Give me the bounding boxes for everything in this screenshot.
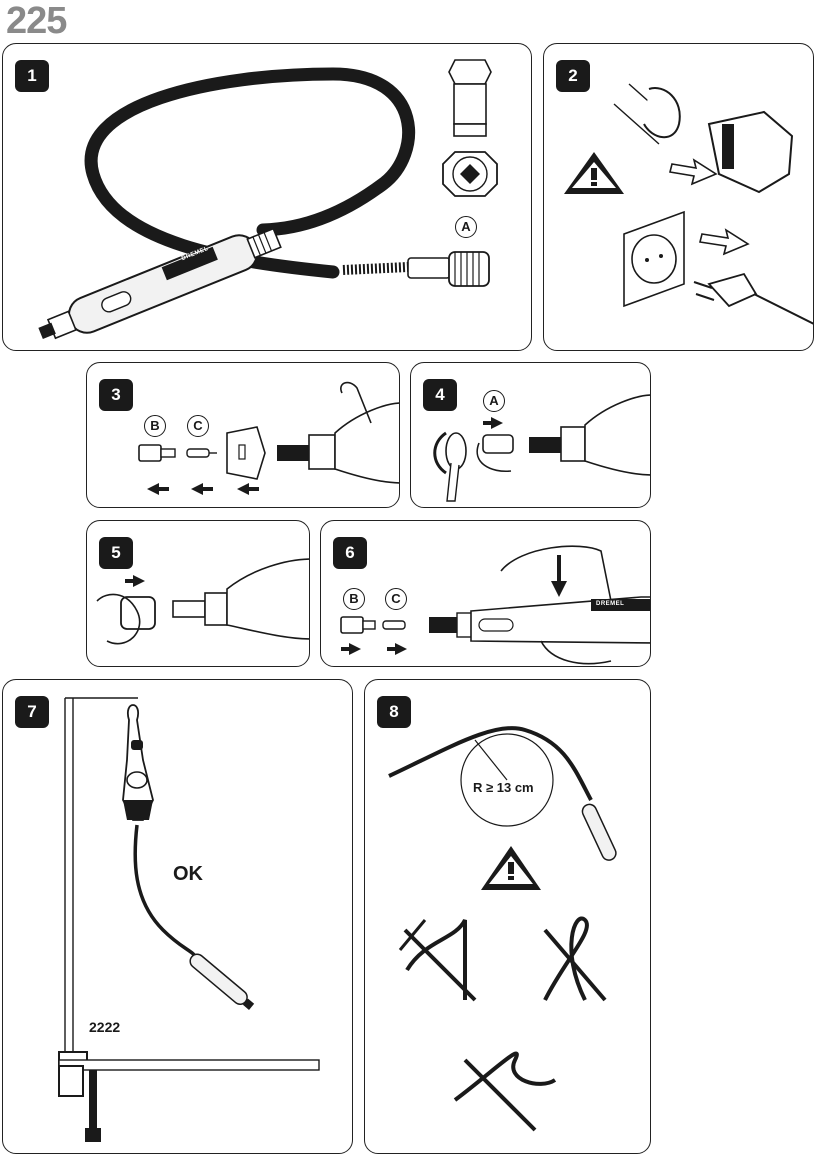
step-3-badge: 3 xyxy=(99,379,133,411)
label-c: C xyxy=(187,415,209,437)
arrow-left-icon xyxy=(147,483,259,495)
cross-out-icon xyxy=(543,928,607,1002)
square-drive-icon xyxy=(442,151,498,197)
model-number: 225 xyxy=(6,0,67,42)
bend-radius-illustration xyxy=(388,726,617,1132)
step-5-badge: 5 xyxy=(99,537,133,569)
step-7-badge: 7 xyxy=(15,696,49,728)
cross-out-icon xyxy=(403,928,477,1002)
brand-label: DREMEL xyxy=(596,601,625,607)
panel-4: 4 A xyxy=(410,362,651,508)
label-b: B xyxy=(144,415,166,437)
tighten-collet-nut-illustration xyxy=(96,558,309,645)
panel-6: 6 B C DREMEL xyxy=(320,520,651,667)
model-2222-label: 2222 xyxy=(89,1019,121,1035)
panel-2: 2 xyxy=(543,43,814,351)
label-a: A xyxy=(483,390,505,412)
panel-8: 8 R ≥ 13 cm xyxy=(364,679,651,1154)
flex-shaft-illustration xyxy=(38,59,498,340)
warning-triangle-icon xyxy=(564,152,624,194)
arrow-right-icon xyxy=(341,643,407,655)
remove-collet-illustration xyxy=(138,381,399,495)
panel-5: 5 xyxy=(86,520,310,667)
arrow-down-icon xyxy=(551,555,567,597)
panel-1: 1 DREMEL A xyxy=(2,43,532,351)
unplug-illustration xyxy=(564,83,813,325)
label-b: B xyxy=(343,588,365,610)
panel-7: 7 OK 2222 xyxy=(2,679,353,1154)
install-collet-illustration xyxy=(433,394,650,502)
label-a: A xyxy=(455,216,477,238)
step-6-badge: 6 xyxy=(333,537,367,569)
panel-3: 3 B C xyxy=(86,362,400,508)
label-c: C xyxy=(385,588,407,610)
step-8-badge: 8 xyxy=(377,696,411,728)
warning-triangle-icon xyxy=(481,846,541,890)
ok-label: OK xyxy=(173,863,203,885)
arrow-right-icon xyxy=(483,417,503,429)
bend-radius-label: R ≥ 13 cm xyxy=(473,780,534,795)
insert-accessory-illustration xyxy=(340,545,650,665)
arrow-right-icon xyxy=(125,575,145,587)
step-1-badge: 1 xyxy=(15,60,49,92)
step-4-badge: 4 xyxy=(423,379,457,411)
step-2-badge: 2 xyxy=(556,60,590,92)
hanging-tool-illustration xyxy=(58,697,320,1142)
hex-coupling-icon xyxy=(448,59,492,137)
cross-out-icon xyxy=(463,1058,537,1132)
